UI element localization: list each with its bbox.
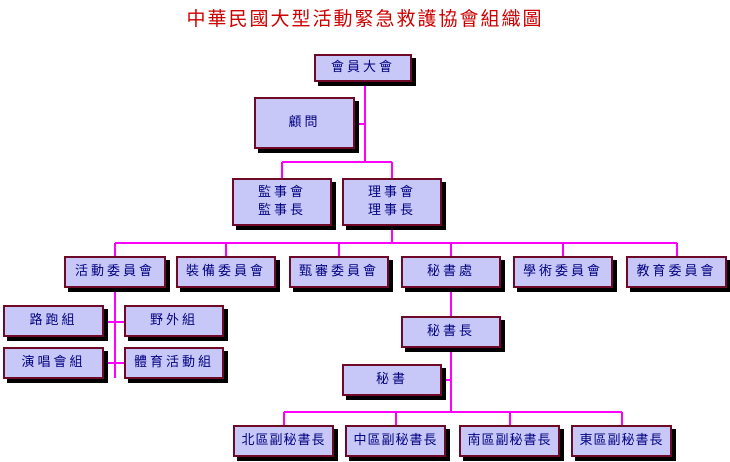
directors-label-2: 理事長 [367, 203, 416, 218]
review-committee-box: 甄審委員會 [289, 256, 389, 288]
south-deputy-box: 南區副秘書長 [459, 425, 560, 457]
north-deputy-label: 北區副秘書長 [241, 433, 326, 448]
general-assembly-label: 會員大會 [330, 60, 395, 75]
secretary-general-label: 秘書長 [426, 324, 475, 339]
secretary-general-box: 秘書長 [401, 316, 501, 348]
academic-committee-label: 學術委員會 [522, 264, 603, 279]
advisor-box: 顧問 [254, 97, 355, 149]
chart-title: 中華民國大型活動緊急救護協會組織圖 [186, 8, 544, 30]
secretary-label: 秘書 [375, 372, 408, 387]
north-deputy-box: 北區副秘書長 [233, 425, 334, 457]
road-race-group-box: 路跑組 [3, 305, 104, 337]
concert-group-label: 演唱會組 [21, 355, 86, 370]
supervisors-label-1: 監事會 [257, 185, 306, 200]
sports-event-group-label: 體育活動組 [133, 355, 214, 370]
general-assembly-box: 會員大會 [314, 54, 412, 82]
education-committee-box: 教育委員會 [626, 256, 727, 288]
education-committee-label: 教育委員會 [636, 264, 717, 279]
concert-group-box: 演唱會組 [3, 347, 104, 379]
central-deputy-label: 中區副秘書長 [353, 433, 438, 448]
outdoor-group-label: 野外組 [149, 313, 198, 328]
secretary-box: 秘書 [342, 364, 442, 396]
secretariat-box: 秘書處 [401, 256, 501, 288]
academic-committee-box: 學術委員會 [513, 256, 613, 288]
central-deputy-box: 中區副秘書長 [345, 425, 446, 457]
east-deputy-box: 東區副秘書長 [571, 425, 672, 457]
equipment-committee-box: 裝備委員會 [176, 256, 276, 288]
advisor-label: 顧問 [288, 115, 321, 130]
south-deputy-label: 南區副秘書長 [467, 433, 552, 448]
supervisors-label-2: 監事長 [257, 203, 306, 218]
secretariat-label: 秘書處 [426, 264, 475, 279]
review-committee-label: 甄審委員會 [298, 264, 379, 279]
activity-committee-box: 活動委員會 [64, 256, 166, 288]
equipment-committee-label: 裝備委員會 [185, 264, 266, 279]
activity-committee-label: 活動委員會 [74, 264, 155, 279]
directors-box: 理事會 理事長 [342, 178, 442, 226]
road-race-group-label: 路跑組 [29, 313, 78, 328]
directors-label-1: 理事會 [367, 185, 416, 200]
outdoor-group-box: 野外組 [124, 305, 224, 337]
supervisors-box: 監事會 監事長 [232, 178, 332, 226]
sports-event-group-box: 體育活動組 [124, 347, 224, 379]
east-deputy-label: 東區副秘書長 [579, 433, 664, 448]
